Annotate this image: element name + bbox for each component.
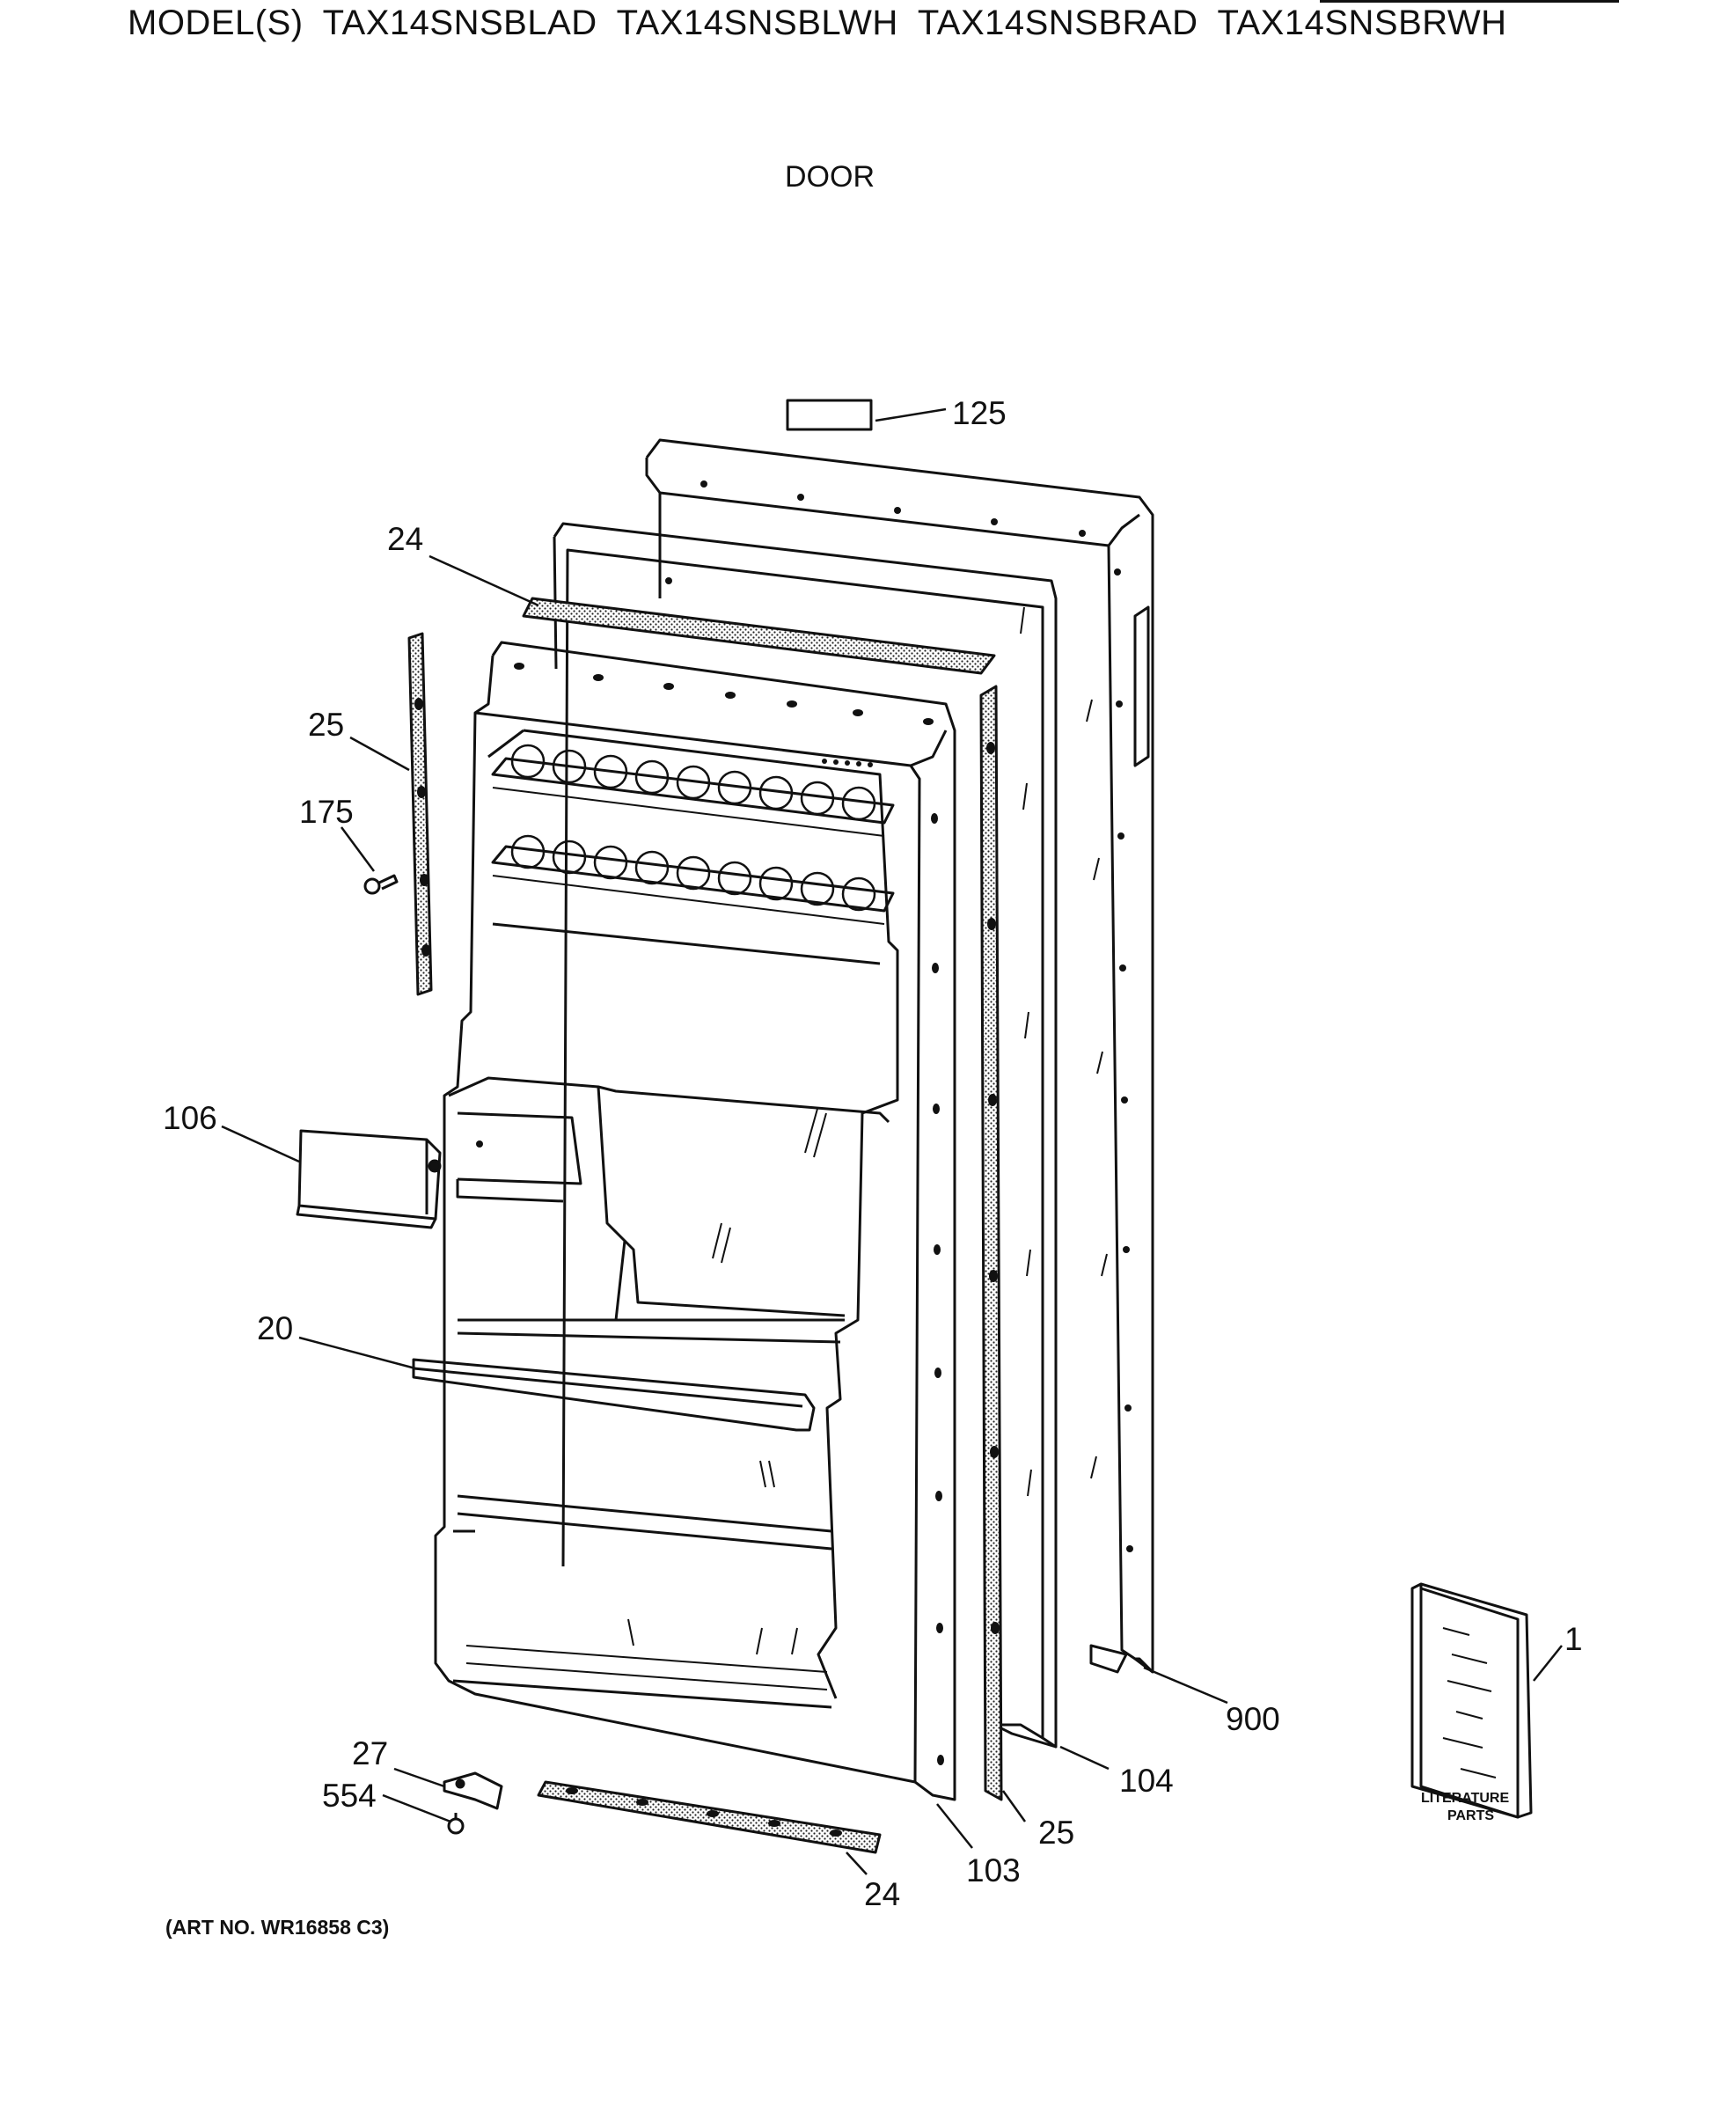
leader-lines xyxy=(221,407,1563,1875)
breaker-strip-bottom xyxy=(537,1780,882,1854)
model-list: MODEL(S) TAX14SNSBLAD TAX14SNSBLWH TAX14SNS… xyxy=(128,4,1527,43)
literature-booklet xyxy=(1410,1582,1533,1819)
section-title: DOOR xyxy=(785,160,875,194)
callout-25-left: 25 xyxy=(308,707,344,743)
literature-label-line1: LITERATURE xyxy=(1421,1791,1509,1806)
model-3: TAX14SNSBRAD xyxy=(917,4,1198,42)
door-liner xyxy=(434,641,956,1801)
callout-103: 103 xyxy=(966,1852,1021,1888)
shelf-rail xyxy=(412,1358,816,1432)
callout-27: 27 xyxy=(352,1735,388,1771)
callout-20: 20 xyxy=(257,1310,293,1346)
callout-554: 554 xyxy=(322,1778,377,1814)
outer-door-panel xyxy=(645,438,1154,1674)
header-rule xyxy=(1320,0,1619,3)
label-125 xyxy=(786,399,873,431)
callout-125: 125 xyxy=(952,395,1007,431)
callout-1: 1 xyxy=(1564,1621,1583,1657)
door-gasket xyxy=(553,522,1058,1749)
art-number: (ART NO. WR16858 C3) xyxy=(165,1916,390,1939)
callout-900: 900 xyxy=(1226,1701,1280,1737)
dairy-door xyxy=(296,1129,442,1229)
callout-24-bottom: 24 xyxy=(864,1876,900,1912)
callout-24-top: 24 xyxy=(387,521,423,557)
callout-106: 106 xyxy=(163,1100,217,1136)
breaker-strip-left xyxy=(407,632,433,996)
callout-175: 175 xyxy=(299,794,354,830)
hinge-plate xyxy=(443,1771,503,1810)
model-2: TAX14SNSBLWH xyxy=(616,4,898,42)
breaker-strip-right xyxy=(979,685,1003,1801)
hinge-pin xyxy=(447,1813,465,1835)
callout-104: 104 xyxy=(1119,1763,1174,1799)
breaker-strip-top xyxy=(522,597,996,675)
literature-label-line2: PARTS xyxy=(1447,1808,1494,1823)
model-4: TAX14SNSBRWH xyxy=(1217,4,1507,42)
model-1: TAX14SNSBLAD xyxy=(322,4,597,42)
model-prefix: MODEL(S) xyxy=(128,4,304,42)
callout-25-right: 25 xyxy=(1038,1815,1074,1851)
screw-175 xyxy=(363,874,399,895)
